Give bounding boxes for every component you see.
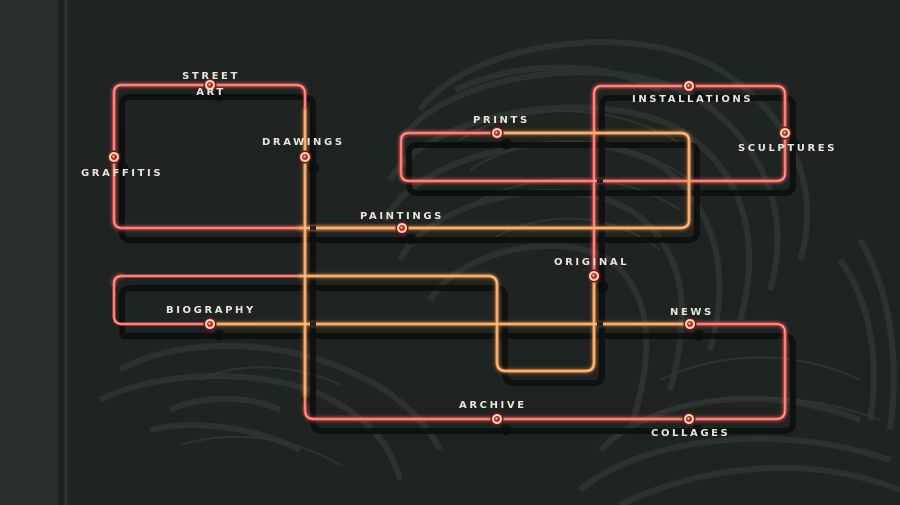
- station-node-news[interactable]: [683, 317, 705, 341]
- station-node-street-art[interactable]: [203, 78, 225, 102]
- station-street-art[interactable]: STREET ART: [178, 71, 244, 98]
- station-node-archive[interactable]: [490, 412, 512, 436]
- station-street-art-line1: STREET: [182, 71, 240, 82]
- station-node-drawings[interactable]: [298, 150, 320, 174]
- station-node-sculptures[interactable]: [778, 126, 800, 150]
- left-band: [0, 0, 58, 505]
- station-node-biography[interactable]: [203, 317, 225, 341]
- station-paintings[interactable]: PAINTINGS: [360, 211, 444, 222]
- routes-shadow: [119, 94, 796, 434]
- station-installations[interactable]: INSTALLATIONS: [632, 94, 754, 105]
- station-node-installations[interactable]: [682, 79, 704, 103]
- route-orange-highlight: [209, 109, 691, 396]
- station-biography[interactable]: BIOGRAPHY: [166, 305, 256, 316]
- station-original[interactable]: ORIGINAL: [554, 257, 630, 268]
- station-graffitis[interactable]: GRAFFITIS: [81, 168, 164, 179]
- station-node-original[interactable]: [587, 269, 609, 293]
- station-drawings[interactable]: DRAWINGS: [262, 137, 345, 148]
- station-news[interactable]: NEWS: [670, 307, 714, 318]
- station-node-paintings[interactable]: [395, 221, 417, 245]
- station-collages[interactable]: COLLAGES: [651, 428, 731, 439]
- station-nodes: [107, 78, 800, 436]
- station-sculptures[interactable]: SCULPTURES: [738, 143, 838, 154]
- station-street-art-line2: ART: [196, 87, 226, 98]
- station-prints[interactable]: PRINTS: [473, 115, 530, 126]
- background-illustration: [98, 39, 900, 505]
- station-node-graffitis[interactable]: [107, 150, 129, 174]
- station-node-collages[interactable]: [682, 412, 704, 436]
- station-archive[interactable]: ARCHIVE: [459, 400, 527, 411]
- route-red-highlight: [113, 84, 786, 420]
- crossing-gaps: [310, 179, 603, 326]
- station-node-prints[interactable]: [490, 126, 512, 150]
